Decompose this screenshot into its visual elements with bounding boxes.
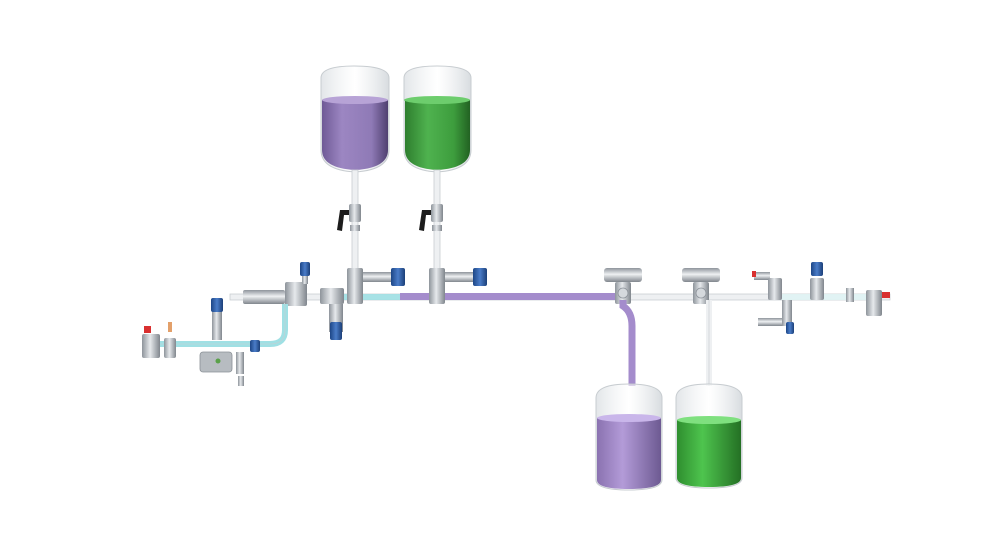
red-indicator-right-top [752, 271, 756, 277]
cyan-flush-segment [330, 294, 400, 300]
tee-junction-green [429, 268, 487, 304]
supply-tank-green-liquid [405, 100, 470, 170]
actuator-blue-bottom-left [330, 322, 342, 340]
actuator-blue-2 [473, 268, 487, 286]
diverter-valve-green[interactable] [682, 268, 720, 304]
purple-transfer-segment [400, 293, 622, 300]
tee-junction-purple [347, 268, 405, 304]
supply-tank-purple [320, 65, 390, 271]
receiving-tank-green [675, 383, 743, 489]
actuator-blue-left [211, 298, 223, 312]
supply-tank-green [403, 65, 472, 271]
actuator-blue-right-low [786, 322, 794, 334]
receiving-tank-purple [595, 383, 663, 491]
purple-drop-line [619, 300, 636, 386]
actuator-blue-top-left [300, 262, 310, 276]
right-outlet-assembly [752, 262, 890, 334]
left-utility-cluster [142, 298, 260, 386]
supply-tank-purple-liquid [322, 100, 388, 170]
actuator-blue-right-top [811, 262, 823, 276]
receiving-tank-purple-liquid [597, 418, 661, 489]
pressure-relief-red-left [144, 326, 151, 333]
inlet-filter-assembly [243, 262, 344, 340]
manual-valve-green-line[interactable] [419, 204, 443, 231]
pressure-relief-red-right [882, 292, 890, 298]
receiving-tank-green-liquid [677, 420, 741, 487]
manual-valve-purple-line[interactable] [337, 204, 361, 231]
diverter-valve-purple[interactable] [604, 268, 642, 304]
actuator-blue-1 [391, 268, 405, 286]
